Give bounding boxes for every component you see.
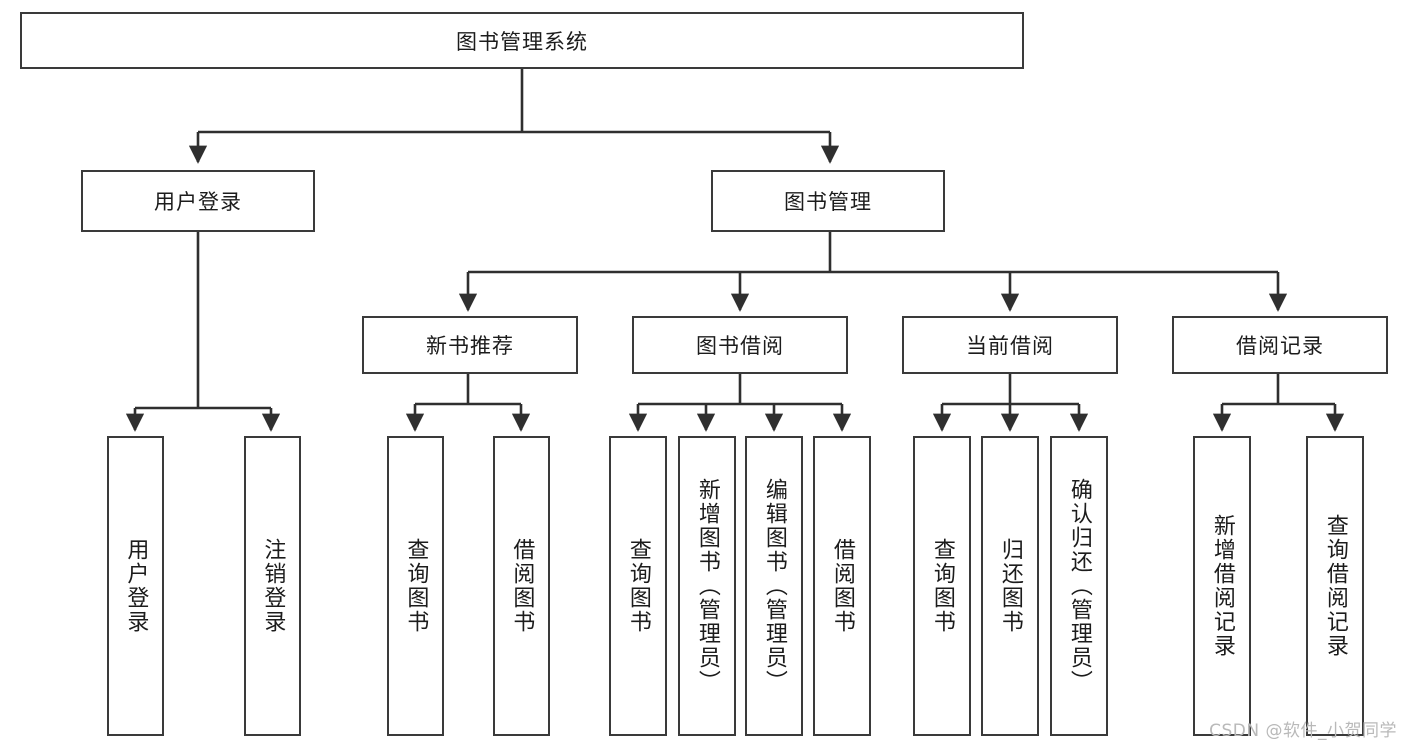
edges-current-borrow	[932, 374, 1089, 432]
node-current-borrow[interactable]: 当前借阅	[902, 316, 1118, 374]
leaf-query-book-2[interactable]: 查询图书	[609, 436, 667, 736]
node-new-book-recommend-label: 新书推荐	[426, 334, 514, 358]
edges-book-borrow	[628, 374, 852, 432]
node-book-borrow[interactable]: 图书借阅	[632, 316, 848, 374]
leaf-borrow-book-2-label: 借阅图书	[829, 538, 855, 634]
node-book-management-label: 图书管理	[784, 190, 872, 214]
leaf-query-book-1-label: 查询图书	[403, 538, 429, 634]
edges-new-book-recommend	[405, 374, 531, 432]
leaf-logout-login-label: 注销登录	[260, 538, 286, 634]
leaf-query-book-1[interactable]: 查询图书	[387, 436, 444, 736]
edges-root	[188, 69, 840, 164]
leaf-query-book-3[interactable]: 查询图书	[913, 436, 971, 736]
node-user-login-label: 用户登录	[154, 190, 242, 214]
leaf-logout-login[interactable]: 注销登录	[244, 436, 301, 736]
node-current-borrow-label: 当前借阅	[966, 334, 1054, 358]
node-book-borrow-label: 图书借阅	[696, 334, 784, 358]
leaf-user-login-label: 用户登录	[123, 538, 149, 634]
edges-user-login	[125, 232, 281, 432]
node-borrow-record-label: 借阅记录	[1236, 334, 1324, 358]
node-root-label: 图书管理系统	[456, 29, 588, 54]
edges-book-management	[458, 232, 1288, 312]
leaf-query-record[interactable]: 查询借阅记录	[1306, 436, 1364, 736]
leaf-borrow-book-2[interactable]: 借阅图书	[813, 436, 871, 736]
node-book-management[interactable]: 图书管理	[711, 170, 945, 232]
leaf-user-login[interactable]: 用户登录	[107, 436, 164, 736]
leaf-add-record[interactable]: 新增借阅记录	[1193, 436, 1251, 736]
leaf-confirm-return[interactable]: 确认归还（管理员）	[1050, 436, 1108, 736]
leaf-edit-book[interactable]: 编辑图书（管理员）	[745, 436, 803, 736]
leaf-borrow-book-1-label: 借阅图书	[509, 538, 535, 634]
leaf-borrow-book-1[interactable]: 借阅图书	[493, 436, 550, 736]
node-new-book-recommend[interactable]: 新书推荐	[362, 316, 578, 374]
leaf-return-book[interactable]: 归还图书	[981, 436, 1039, 736]
leaf-query-book-3-label: 查询图书	[929, 538, 955, 634]
leaf-edit-book-label: 编辑图书（管理员）	[761, 478, 787, 694]
leaf-query-book-2-label: 查询图书	[625, 538, 651, 634]
leaf-confirm-return-label: 确认归还（管理员）	[1066, 478, 1092, 694]
edges-borrow-record	[1212, 374, 1345, 432]
leaf-add-book-label: 新增图书（管理员）	[694, 478, 720, 694]
leaf-return-book-label: 归还图书	[997, 538, 1023, 634]
leaf-query-record-label: 查询借阅记录	[1322, 514, 1348, 658]
node-user-login[interactable]: 用户登录	[81, 170, 315, 232]
node-root[interactable]: 图书管理系统	[20, 12, 1024, 69]
leaf-add-book[interactable]: 新增图书（管理员）	[678, 436, 736, 736]
node-borrow-record[interactable]: 借阅记录	[1172, 316, 1388, 374]
leaf-add-record-label: 新增借阅记录	[1209, 514, 1235, 658]
